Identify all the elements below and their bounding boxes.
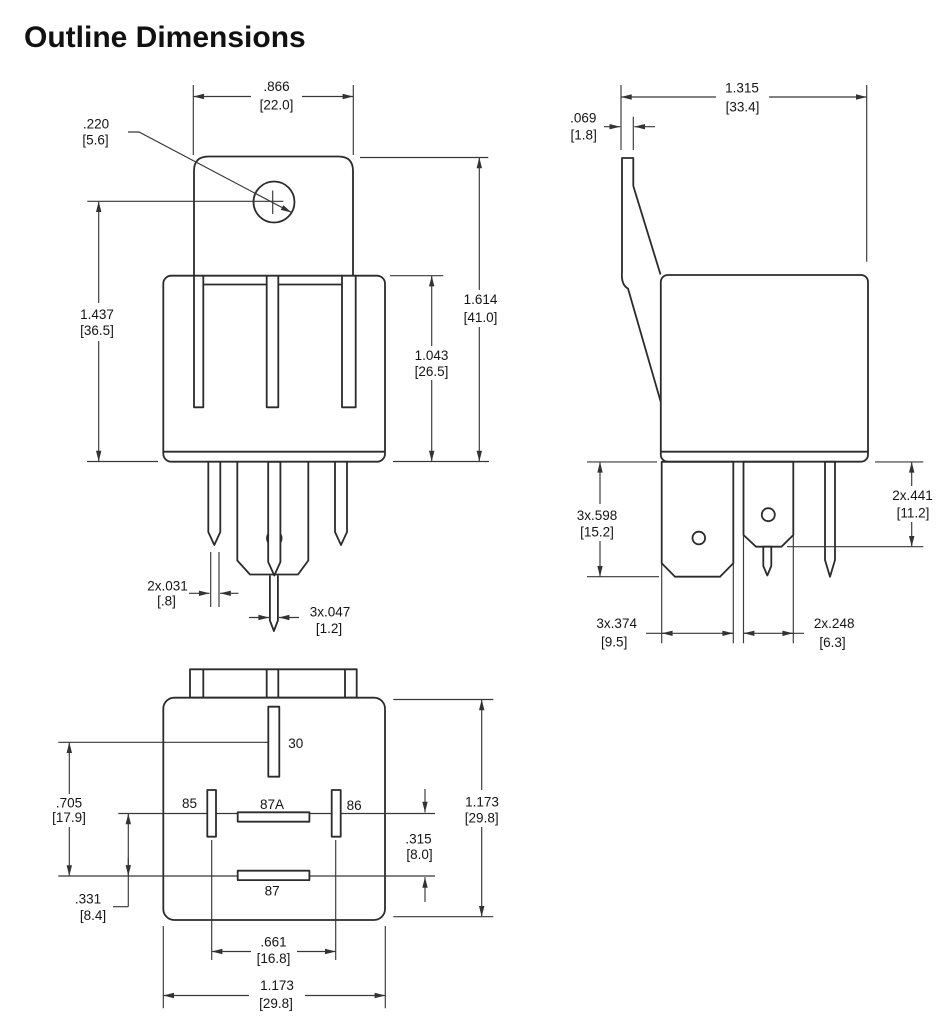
front-view: .866 [22.0] .220 [5.6] 1.437 [36.5] 1.61… (73, 79, 505, 636)
dim-374-in: 3x.374 (596, 616, 637, 631)
dim-coil-pin-spacing: .661 [16.8] (211, 840, 337, 967)
terminal-85-label: 85 (182, 796, 197, 811)
wide-blade-hole (691, 530, 707, 546)
center-pin-upper (267, 461, 282, 577)
dim-tab-width: .866 [22.0] (192, 79, 354, 155)
dim-598-mm: [15.2] (580, 524, 614, 539)
dim-1173b-mm: [29.8] (259, 996, 293, 1011)
dim-047-mm: [1.2] (316, 621, 342, 636)
dim-331-mm: [8.4] (80, 908, 106, 923)
dim-598-in: 3x.598 (577, 508, 618, 523)
coil-pin-right (334, 462, 348, 546)
dim-body-height: 1.043 [26.5] (390, 275, 457, 462)
dim-1043-mm: [26.5] (415, 364, 449, 379)
leader-line (128, 131, 292, 214)
dim-coil-pin-thickness: 2x.031 [.8] (147, 552, 239, 609)
dim-1437-mm: [36.5] (80, 323, 114, 338)
dim-hole-dia: .220 [5.6] (82, 117, 292, 214)
dim-705-in: .705 (56, 796, 82, 811)
dim-1315-mm: [33.4] (726, 99, 760, 114)
coil-pin-left (207, 462, 222, 546)
terminal-87-label: 87 (265, 884, 280, 899)
narrow-blade-side (742, 460, 795, 548)
dim-031-in: 2x.031 (147, 579, 188, 594)
dim-661-in: .661 (260, 935, 286, 950)
dim-bracket-thickness: .069 [1.8] (570, 110, 655, 150)
dim-705-mm: [17.9] (52, 810, 86, 825)
dim-1173b-in: 1.173 (260, 978, 294, 993)
dim-overall-width: 1.315 [33.4] (620, 80, 868, 262)
dim-1315-in: 1.315 (725, 80, 759, 95)
dim-248-mm: [6.3] (819, 635, 845, 650)
bottom-view: 30 85 87A 86 87 .705 [17.9] .331 [8.4] 1… (45, 668, 508, 1012)
dim-pin-length: 2x.441 [11.2] (787, 461, 940, 548)
rib-strip-dividers (202, 669, 346, 698)
dim-1043-in: 1.043 (415, 348, 449, 363)
dim-069-in: .069 (570, 110, 596, 125)
body-ribs (193, 276, 357, 409)
terminal-87-slot (236, 869, 311, 882)
coil-pin-side (824, 460, 836, 578)
extension-lines (360, 156, 489, 463)
dim-body-width-bottomview: 1.173 [29.8] (162, 926, 386, 1012)
extension-lines (211, 840, 337, 960)
dim-narrow-blade-width: 2x.248 [6.3] (743, 616, 855, 650)
dim-wide-blade-width: 3x.374 [9.5] (596, 616, 734, 649)
extension-lines (162, 926, 386, 1009)
dim-coil-row-to-87: .331 [8.4] (75, 813, 132, 923)
terminal-85-slot (206, 789, 217, 838)
terminal-30-slot (267, 705, 281, 778)
side-view: 1.315 [33.4] .069 [1.8] 3x.598 [15.2] 2x… (570, 80, 940, 650)
center-pin-lower (269, 575, 279, 632)
dim-441-mm: [11.2] (897, 506, 930, 521)
terminal-30-label: 30 (288, 736, 303, 751)
extension-lines (210, 552, 220, 607)
dim-hole-mm: [5.6] (82, 133, 108, 148)
wide-blade-side (660, 460, 735, 578)
dim-center-pin-thickness: 3x.047 [1.2] (249, 604, 350, 636)
extension-lines (393, 698, 494, 918)
dim-1614-in: 1.614 (464, 292, 498, 307)
dim-1614-mm: [41.0] (464, 310, 498, 325)
dim-248-in: 2x.248 (814, 616, 855, 631)
terminal-86-label: 86 (347, 798, 362, 813)
dim-1173r-in: 1.173 (465, 795, 499, 810)
dim-tab-width-mm: [22.0] (260, 98, 294, 113)
dim-hole-in: .220 (83, 117, 109, 132)
mounting-tab-side (620, 157, 663, 405)
dim-body-height-bottomview: 1.173 [29.8] (393, 698, 508, 918)
dim-overall-height: 1.614 [41.0] (360, 156, 505, 463)
dim-331-in: .331 (75, 892, 101, 907)
dim-hole-to-base: 1.437 [36.5] (73, 200, 284, 463)
extension-lines (787, 461, 924, 548)
terminal-86-slot (330, 789, 342, 838)
dim-row30-to-87: .705 [17.9] (45, 742, 94, 876)
rib-strip (189, 668, 358, 699)
page-title: Outline Dimensions (24, 21, 306, 54)
dim-1173r-mm: [29.8] (465, 810, 499, 825)
dim-661-mm: [16.8] (257, 951, 291, 966)
narrow-blade-hole (760, 507, 776, 523)
dim-1437-in: 1.437 (80, 307, 114, 322)
dim-315-mm: [8.0] (406, 847, 432, 862)
dim-315-in: .315 (405, 832, 431, 847)
relay-body-front (162, 274, 386, 463)
mounting-hole (252, 180, 296, 224)
terminal-87a-slot (236, 811, 311, 823)
dim-374-mm: [9.5] (601, 634, 627, 649)
dim-tab-width-in: .866 (263, 79, 289, 94)
relay-body-bottom (162, 696, 386, 921)
dim-blade-length: 3x.598 [15.2] (572, 461, 659, 578)
terminal-87a-label: 87A (260, 797, 284, 812)
dim-069-mm: [1.8] (571, 128, 597, 143)
dim-blade-row-gap: .315 [8.0] (405, 789, 433, 902)
relay-body-side (659, 274, 869, 463)
dim-441-in: 2x.441 (892, 488, 933, 503)
dim-047-in: 3x.047 (310, 604, 351, 619)
dim-031-mm: [.8] (157, 594, 176, 609)
narrow-blade-tip-pin (762, 545, 773, 577)
